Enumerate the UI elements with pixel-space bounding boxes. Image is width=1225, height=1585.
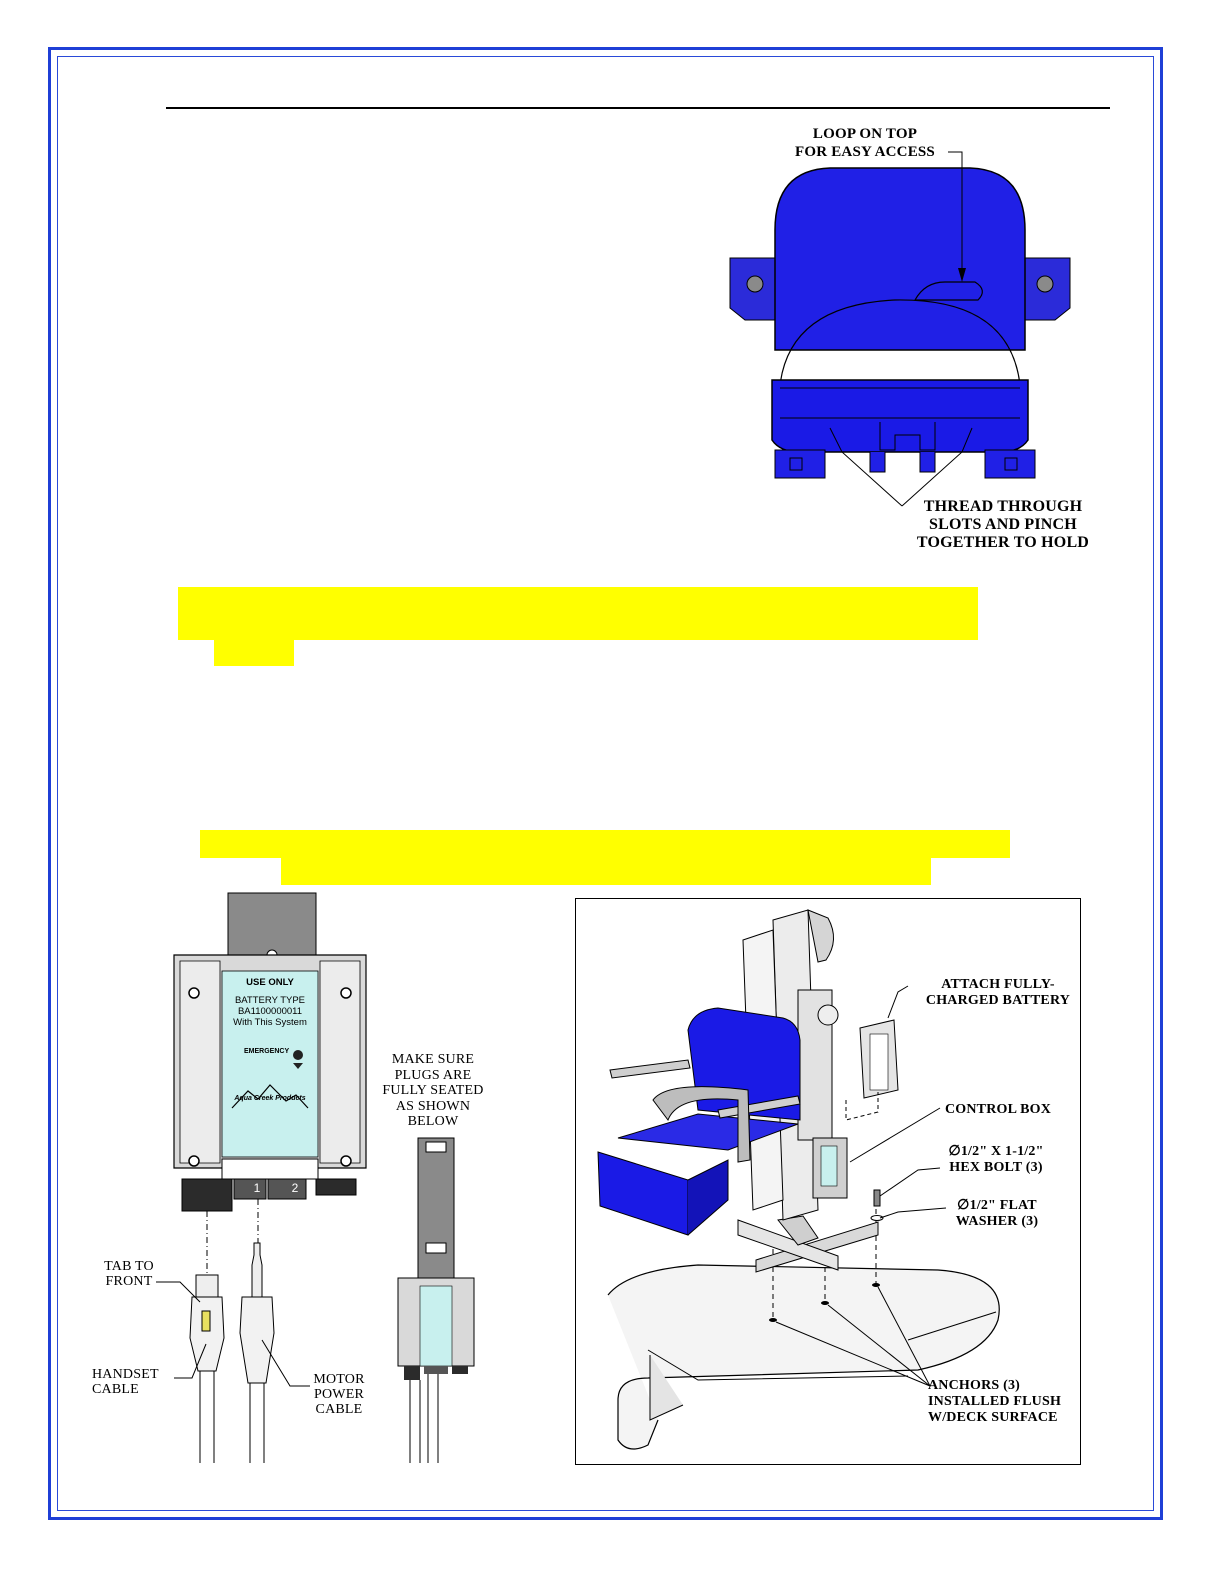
callout-motor-power-cable: MOTOR POWER CABLE	[313, 1372, 365, 1417]
mounted-box-drawing	[397, 1137, 475, 1463]
pool-deck	[607, 1264, 1000, 1450]
label-battery-type: BATTERY TYPE	[234, 995, 306, 1006]
handset-plug	[189, 1296, 225, 1372]
lift-seat-footrest	[597, 1151, 689, 1236]
label-brand: Aqua Creek Products	[234, 1095, 306, 1102]
callout-thread-slots: THREAD THROUGH SLOTS AND PINCH TOGETHER …	[916, 498, 1090, 551]
motor-plug	[239, 1296, 275, 1384]
callout-tab-to-front: TAB TO FRONT	[104, 1259, 154, 1289]
installation-drawing	[597, 909, 1000, 1450]
label-battery-model: BA1100000011	[237, 1006, 303, 1017]
control-box-drawing	[173, 892, 367, 1463]
page-border-outer	[48, 47, 1163, 1520]
highlight-bar-1a	[178, 587, 978, 640]
highlight-bar-2a	[200, 830, 1010, 858]
callout-control-box: CONTROL BOX	[944, 1102, 1052, 1117]
label-with-system: With This System	[233, 1017, 307, 1028]
seat-foot-right	[984, 449, 1036, 479]
highlight-bar-1b	[214, 638, 294, 666]
page-border-inner	[57, 56, 1154, 1511]
seat-foot-left	[774, 449, 826, 479]
callout-loop-on-top: LOOP ON TOP FOR EASY ACCESS	[795, 126, 935, 160]
lift-seat-bottom	[617, 1113, 799, 1151]
loop-strap	[913, 281, 983, 301]
callout-attach-battery: ATTACH FULLY- CHARGED BATTERY	[925, 977, 1071, 1008]
callout-handset-cable: HANDSET CABLE	[92, 1367, 159, 1397]
control-box-label-text: USE ONLY BATTERY TYPE BA1100000011 With …	[222, 977, 318, 1104]
callout-anchors: ANCHORS (3) INSTALLED FLUSH W/DECK SURFA…	[928, 1378, 1062, 1425]
label-use-only: USE ONLY	[246, 977, 294, 988]
header-rule	[166, 107, 1110, 109]
callout-flat-washer: ∅1/2" FLAT WASHER (3)	[955, 1198, 1039, 1229]
port-1-label: 1	[253, 1181, 261, 1195]
callout-hex-bolt: ∅1/2" X 1-1/2" HEX BOLT (3)	[948, 1144, 1044, 1175]
port-2-label: 2	[291, 1181, 299, 1195]
seat-leaders	[829, 151, 973, 507]
highlight-bar-2b	[281, 856, 931, 885]
label-emergency: EMERGENCY	[244, 1048, 290, 1055]
callout-make-sure: MAKE SURE PLUGS ARE FULLY SEATED AS SHOW…	[382, 1052, 484, 1129]
